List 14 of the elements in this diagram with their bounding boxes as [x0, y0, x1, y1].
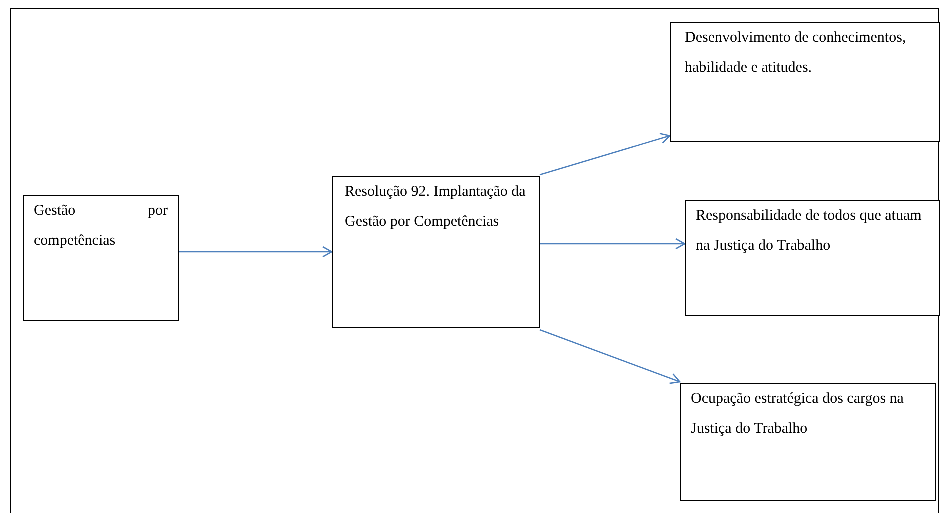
arrow	[540, 133, 671, 176]
text-box	[680, 383, 936, 501]
arrow	[179, 246, 333, 258]
text-box	[332, 176, 540, 328]
text-box	[670, 22, 940, 142]
arrow	[540, 238, 686, 250]
box-text: Desenvolvimento de conhecimentos, habilidade e atitudes.	[685, 29, 908, 78]
box-text: Responsabilidade de todos que atuam na Justiça do Trabalho	[696, 207, 923, 256]
text-box	[685, 200, 940, 316]
box-text: Gestão por competências	[34, 202, 168, 251]
text-box	[23, 195, 179, 321]
arrow	[540, 329, 681, 384]
box-text: Ocupação estratégica dos cargos na Justiça do Trabalho	[691, 390, 905, 439]
box-text: Resolução 92. Implantação da Gestão por Competências	[345, 183, 527, 232]
